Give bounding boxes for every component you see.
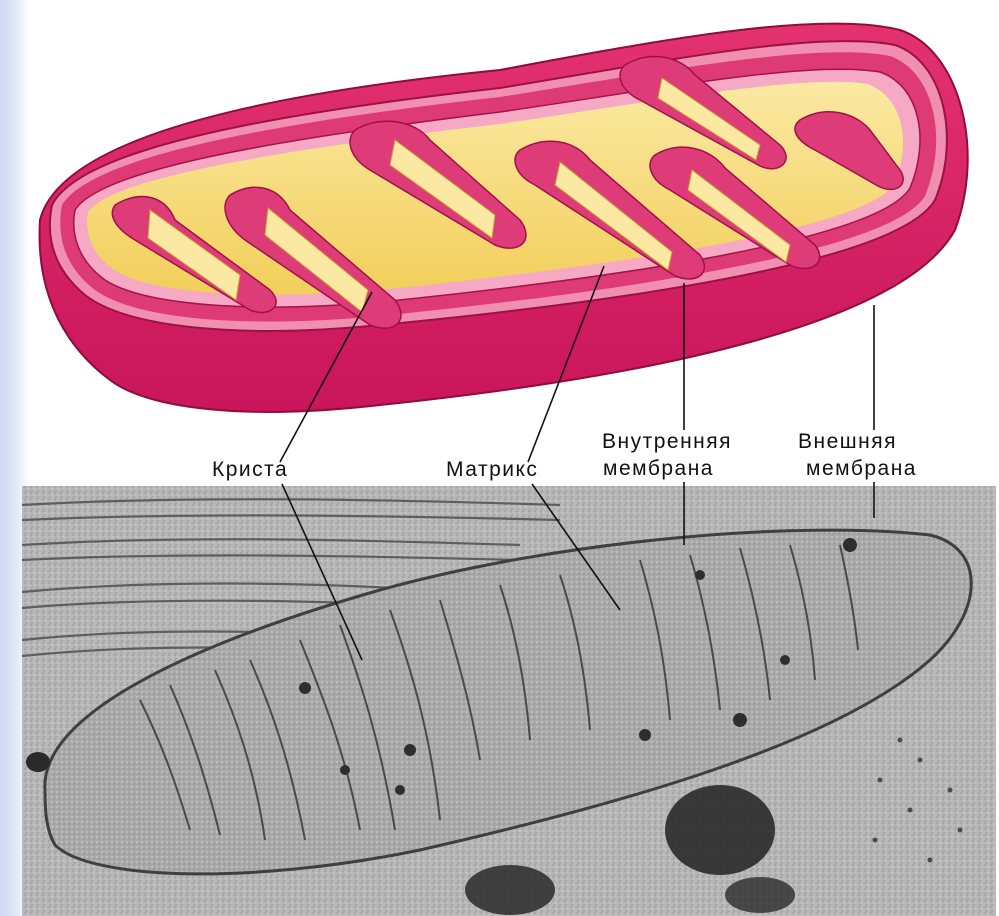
mitochondrion-illustration [40, 24, 968, 412]
matrix-label: Матрикс [446, 458, 538, 482]
outer-membrane-label-line2: мембрана [806, 457, 917, 481]
outer-membrane-label-line1: Внешняя [798, 430, 897, 454]
inner-membrane-label-line2: мембрана [603, 457, 714, 481]
crista-label: Криста [212, 458, 288, 482]
inner-membrane-label-line1: Внутренняя [602, 430, 732, 454]
electron-micrograph [22, 486, 996, 916]
